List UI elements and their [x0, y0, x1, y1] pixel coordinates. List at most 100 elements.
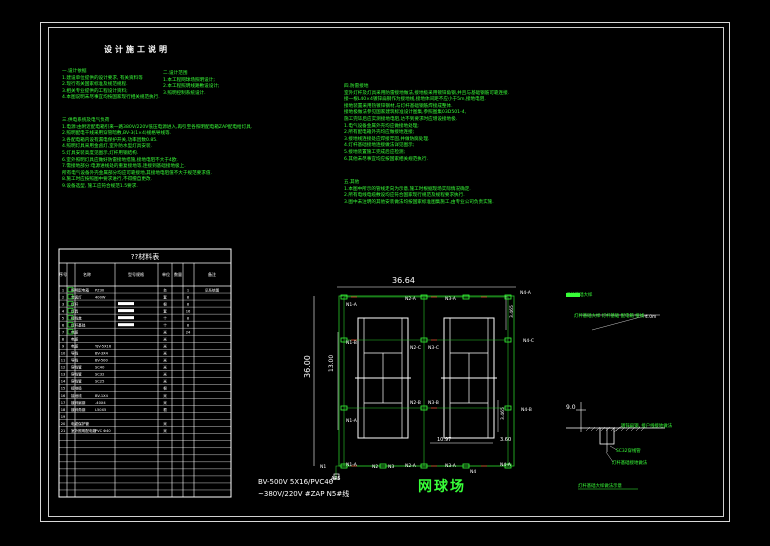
table-cell: 灯杆基础 — [71, 322, 86, 327]
material-table-title: ??材料表 — [130, 253, 160, 261]
text-line: 2.所有电线电缆敷设均应符合国家现行规范及规程要求执行. — [344, 193, 465, 199]
text-line: 2.所有配电箱外壳均应做接地连接; — [344, 130, 415, 136]
legend-swatch — [566, 293, 580, 297]
table-cell: 14 — [61, 380, 66, 384]
text-line: 1.建设单位提供的设计要求, 有关资料等 — [62, 75, 143, 81]
text-line: 5.接地装置施工完成后应检测; — [344, 149, 406, 155]
table-cell: 照明配电箱 — [71, 287, 89, 292]
table-header-cell: 名称 — [83, 271, 91, 277]
table-cell: 穿线管 — [71, 372, 82, 377]
table-header-cell: 数量 — [174, 271, 182, 277]
text-line: 6.室外照明灯具应做好防雷接地措施,接地电阻不大于4欧. — [62, 157, 178, 163]
table-spec-block — [118, 316, 134, 320]
text-line: 1.电源:由附近配电箱引来一路380V/220V低压电源进入,再引至各照明配电箱… — [62, 124, 253, 130]
section-heading: 三.供电系统及电气负荷 — [62, 118, 110, 123]
table-cell: YJV-5X16 — [95, 345, 112, 349]
text-line: 室外灯杆及灯具采用防雷接地做法,接地极采用镀锌角钢,并且与基础钢筋可靠连接. — [344, 90, 510, 96]
table-cell: PVC Φ40 — [95, 429, 111, 433]
light-label: N3-A — [445, 296, 457, 302]
light-label: N2-C — [410, 345, 421, 351]
table-cell: BV-1X4 — [95, 394, 109, 398]
ground-hatch — [595, 426, 601, 432]
light-label: N4 — [470, 469, 476, 475]
table-cell: 镀锌角钢 — [71, 407, 86, 412]
text-line: 8.施工时应按照图中要求进行,不得擅自更改. — [62, 177, 152, 183]
table-cell: 7 — [62, 330, 64, 334]
ground-hatch — [585, 426, 591, 432]
section-design-basis: 一.设计依据 1.建设单位提供的设计要求, 有关资料等 2.现行有关国家标准及规… — [62, 69, 160, 102]
table-cell: 3 — [62, 302, 64, 306]
table-cell: 12 — [61, 366, 66, 370]
table-cell: 1 — [187, 288, 189, 292]
dim-side: 9.0 — [566, 404, 576, 411]
table-cell: 米 — [163, 421, 167, 426]
light-label: N1-A — [346, 418, 358, 424]
light-label: N2 — [372, 464, 378, 470]
table-cell: 电缆 — [71, 329, 79, 334]
table-cell: 16 — [61, 394, 66, 398]
table-cell: 8 — [62, 338, 65, 342]
text-line: 接一根L40×4镀锌扁钢作为接地线,接地体间距不应小于5m,接地电阻. — [344, 97, 486, 103]
light-fixture-icon — [420, 463, 428, 469]
dim-court-width: 36.64 — [392, 276, 415, 285]
table-cell: 接线盒 — [71, 315, 82, 320]
table-cell: 米 — [163, 365, 167, 370]
table-cell: 电缆 — [71, 337, 79, 342]
panel-box-icon — [333, 473, 340, 480]
text-line: 4.照明灯具采用金卤灯,室外防水型灯具安装. — [62, 144, 152, 150]
table-cell: 1 — [62, 288, 64, 292]
light-fixture-icon — [379, 463, 387, 469]
table-cell: 灯杆 — [71, 301, 79, 306]
table-cell: 根 — [163, 386, 167, 391]
table-cell: 米 — [163, 393, 167, 398]
light-fixture-icon — [420, 405, 428, 411]
table-symbol-icon — [67, 293, 74, 300]
table-spec-block — [118, 309, 134, 313]
table-cell: 电缆保护管 — [71, 421, 89, 426]
table-header-cell: 备注 — [208, 271, 216, 277]
light-label: N2-A — [405, 463, 417, 469]
table-cell: 电缆 — [71, 344, 79, 349]
light-fixture-icon — [420, 294, 428, 300]
drawing-outer-border — [40, 22, 730, 522]
detail-note-2: 4.0m — [645, 315, 657, 320]
table-cell: 8 — [187, 295, 190, 299]
table-cell: 米 — [163, 372, 167, 377]
ground-hatch — [625, 426, 631, 432]
text-line: 3.照明控制系统设计. — [163, 90, 206, 96]
text-line: 所有电气设备外壳金属部分均应可靠接地,其接地电阻值不大于规范要求值. — [62, 170, 212, 176]
section-lightning-grounding: 四.防雷接地 室外灯杆及灯具采用防雷接地做法,接地极采用镀锌角钢,并且与基础钢筋… — [344, 84, 509, 163]
table-cell: 米 — [163, 344, 167, 349]
table-header-cell: 型号规格 — [128, 271, 144, 277]
table-cell: 接地极 — [71, 386, 82, 391]
table-cell: 13 — [61, 373, 66, 377]
light-fixture-icon — [340, 337, 348, 343]
table-cell: 16 — [186, 309, 191, 313]
table-cell: SC40 — [95, 366, 105, 370]
table-cell: 接地线 — [71, 393, 82, 398]
cable-spec-2: ~380V/220V #ZAP N5#线 — [258, 490, 350, 498]
text-line: 6.其他未尽事宜均应按国家相关规范执行. — [344, 156, 428, 162]
table-cell: 个 — [163, 322, 167, 327]
table-cell: BV-3X4 — [95, 352, 109, 356]
ground-hatch — [620, 426, 626, 432]
legend-diagonal — [591, 314, 649, 331]
table-cell: 18 — [61, 408, 66, 412]
light-fixture-icon — [340, 405, 348, 411]
table-cell: 米 — [163, 400, 167, 405]
detail-caption: 灯杆基础大样做法示意 — [578, 484, 622, 489]
table-cell: SC32 — [95, 373, 104, 377]
cable-spec-1: BV-500V 5X16/PVC40 — [258, 478, 334, 486]
light-label: N1-B — [346, 340, 357, 346]
table-cell: 台 — [163, 287, 167, 292]
text-line: 3.各配电箱内设有漏电保护开关,功率因数0.85. — [62, 137, 158, 143]
light-label: N3-C — [428, 345, 439, 351]
table-cell: 套 — [163, 308, 167, 313]
text-line: 3.相关专业提供的工程设计资料; — [62, 88, 128, 94]
section-heading: 一.设计依据 — [62, 69, 87, 74]
table-cell: 根 — [163, 407, 167, 412]
ground-hatch — [630, 426, 636, 432]
table-cell: 400W — [95, 295, 106, 299]
text-line: 1.电气设备金属外壳均应做接地处理; — [344, 123, 419, 129]
